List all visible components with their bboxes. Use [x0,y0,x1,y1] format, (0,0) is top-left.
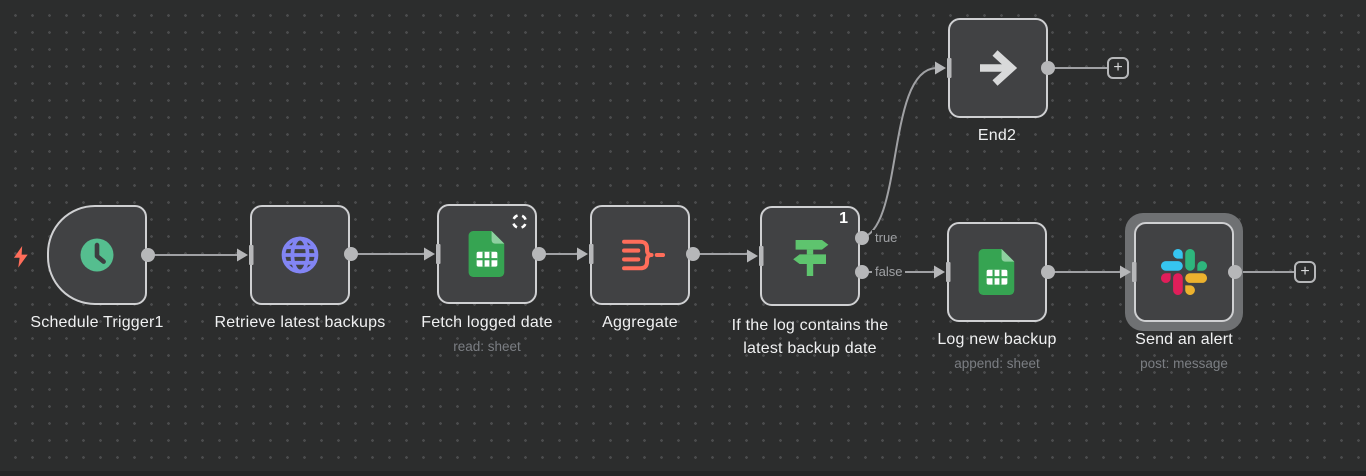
aggregate-icon [622,239,665,271]
google-sheets-icon [468,231,505,277]
node-title-fetch-logged-date: Fetch logged date [421,314,553,331]
output-connector-if-true[interactable] [855,231,869,245]
arrow-right-icon [980,50,1018,86]
input-connector-fetch[interactable] [423,243,441,265]
slack-icon [1161,249,1207,295]
node-schedule-trigger[interactable] [47,205,147,305]
input-connector-retrieve[interactable] [236,244,254,266]
items-count-badge: 1 [839,210,848,227]
output-connector-end2[interactable] [1041,61,1055,75]
output-connector-retrieve[interactable] [344,247,358,261]
output-connector-log[interactable] [1041,265,1055,279]
if-output-true-label: true [872,230,901,246]
clock-icon [80,238,114,272]
node-subtitle-fetch-logged-date: read: sheet [453,339,521,354]
node-end2[interactable] [948,18,1048,118]
node-if-condition[interactable]: 1 [760,206,860,306]
connection-if-true-to-end2[interactable] [860,67,937,239]
node-aggregate[interactable] [590,205,690,305]
add-node-button-end2[interactable]: + [1107,57,1129,79]
output-connector-schedule[interactable] [141,248,155,262]
output-connector-aggregate[interactable] [686,247,700,261]
output-connector-send[interactable] [1228,265,1242,279]
input-connector-end2[interactable] [934,57,952,79]
node-title-end2: End2 [977,127,1017,144]
add-node-button-send[interactable]: + [1294,261,1316,283]
node-log-new-backup[interactable] [947,222,1047,322]
input-connector-log[interactable] [933,261,951,283]
node-subtitle-log-new-backup: append: sheet [954,356,1040,371]
node-subtitle-send-an-alert: post: message [1140,356,1228,371]
node-retrieve-latest-backups[interactable] [250,205,350,305]
globe-icon [281,236,319,274]
if-output-false-label: false [872,264,906,280]
output-connector-fetch[interactable] [532,247,546,261]
node-title-if-condition: If the log contains the latest backup da… [731,317,889,357]
node-title-log-new-backup: Log new backup [937,331,1057,348]
input-connector-aggregate[interactable] [576,243,594,265]
node-title-aggregate: Aggregate [602,314,678,331]
node-title-retrieve-latest-backups: Retrieve latest backups [214,314,386,331]
signpost-icon [793,240,829,276]
node-title-schedule-trigger: Schedule Trigger1 [30,314,164,331]
input-connector-if[interactable] [746,245,764,267]
output-connector-if-false[interactable] [855,265,869,279]
lightning-bolt-icon [13,246,28,268]
google-sheets-icon [978,249,1015,295]
input-connector-send[interactable] [1119,261,1137,283]
node-send-an-alert[interactable] [1134,222,1234,322]
node-title-send-an-alert: Send an alert [1135,331,1233,348]
node-fetch-logged-date[interactable] [437,204,537,304]
canvas-bottom-edge [0,471,1366,476]
pinned-data-icon [511,213,528,230]
